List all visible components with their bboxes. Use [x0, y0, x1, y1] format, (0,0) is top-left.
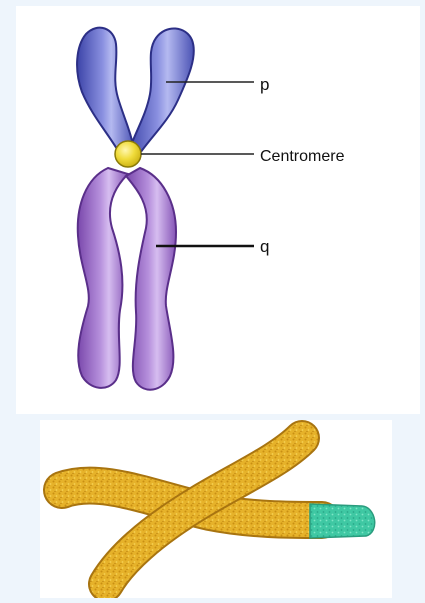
centromere-dot [115, 141, 141, 167]
p-arm-left [77, 28, 134, 154]
chromosome-schematic: p Centromere q [16, 6, 420, 414]
chromosome-schematic-panel: p Centromere q [16, 6, 420, 414]
p-label: p [260, 75, 269, 94]
q-arm-left [78, 168, 128, 388]
chromosome-illustration [40, 420, 392, 598]
q-arm-right [126, 168, 176, 390]
q-label: q [260, 237, 269, 256]
p-arm-right [128, 28, 194, 156]
telomere [310, 504, 375, 538]
centromere-label: Centromere [260, 148, 345, 165]
chromosome-photo-panel [40, 420, 392, 598]
